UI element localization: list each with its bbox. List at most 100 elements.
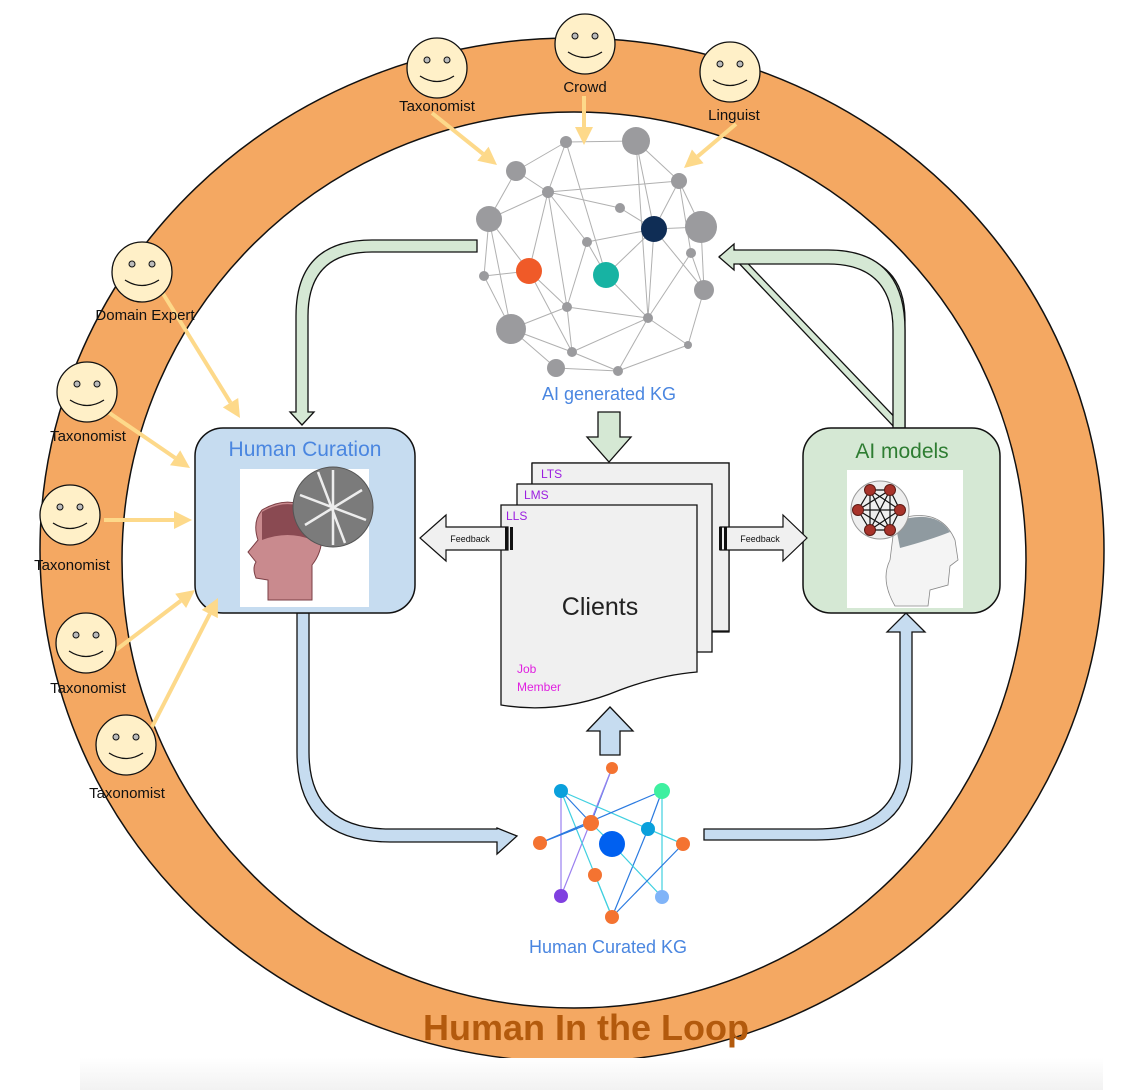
smiley-face-icon: [56, 361, 118, 423]
ring-band: [39, 37, 1105, 1060]
face-eye: [128, 260, 136, 268]
clients-layer-lts-label: LTS: [541, 467, 562, 481]
face-eye: [56, 503, 64, 511]
ai-models-box[interactable]: AI models: [802, 427, 1001, 614]
ai-kg-edge: [653, 228, 705, 291]
contributor-crowd: Crowd: [554, 13, 616, 96]
human-kg-edge: [539, 822, 592, 844]
ai-kg-node: [686, 248, 696, 258]
ai-kg-edge: [566, 306, 649, 319]
human-curated-kg-label: Human Curated KG: [529, 937, 687, 957]
feedback-right-label: Feedback: [740, 534, 780, 544]
feedback-left-label: Feedback: [450, 534, 490, 544]
ai-kg-node: [684, 341, 692, 349]
contributor-arrowhead: [222, 397, 240, 418]
ai-kg-node: [496, 314, 526, 344]
face-eye: [72, 631, 80, 639]
nn-node: [864, 484, 876, 496]
human-kg-node: [583, 815, 599, 831]
face-eye: [92, 631, 100, 639]
nn-edge: [869, 509, 901, 531]
face-eye: [443, 56, 451, 64]
face-eye: [112, 733, 120, 741]
contributor-arrow-shaft: [106, 410, 177, 460]
face-eye: [132, 733, 140, 741]
face-eye: [423, 56, 431, 64]
human-kg-edge: [611, 828, 649, 918]
ai-generated-kg-graph: [476, 127, 717, 377]
ai-kg-edge: [565, 141, 607, 276]
contributor-arrowhead: [201, 598, 218, 619]
face-smile: [68, 650, 104, 658]
human-kg-edge: [560, 767, 613, 897]
human-kg-node: [588, 868, 602, 882]
smiley-face-icon: [699, 41, 761, 103]
contributor-arrow-shaft: [114, 599, 182, 652]
ai-models-title: AI models: [855, 440, 948, 463]
nn-node: [894, 504, 906, 516]
diagram-title: Human In the Loop: [423, 1007, 749, 1048]
contributor-label: Taxonomist: [399, 98, 476, 115]
ai-kg-edge: [547, 180, 680, 193]
ai-kg-node: [671, 173, 687, 189]
face-eye: [736, 60, 744, 68]
contributor-label: Crowd: [563, 79, 606, 96]
clients-title: Clients: [562, 593, 638, 621]
face-smile: [419, 75, 455, 83]
ai-kg-edge: [647, 228, 655, 319]
clients-tag-job: Job: [517, 662, 537, 676]
ai-kg-edge: [635, 140, 655, 230]
human-curation-box[interactable]: Human Curation: [194, 427, 416, 614]
ai-kg-edge: [571, 351, 619, 372]
contributor-arrowhead: [575, 127, 593, 145]
human-kg-node: [606, 762, 618, 774]
face-smile: [52, 522, 88, 530]
contributor-domain-expert: Domain Expert: [95, 241, 195, 324]
face-eye: [93, 380, 101, 388]
clients-document-stack[interactable]: LTS LMS LLS Clients Job Member: [500, 462, 730, 709]
clients-layer-lms-label: LMS: [524, 488, 549, 502]
ai-kg-node: [593, 262, 619, 288]
ai-kg-node: [615, 203, 625, 213]
human-kg-edge: [539, 790, 663, 844]
ai-kg-node: [622, 127, 650, 155]
face-smile: [108, 752, 144, 760]
human-kg-node: [554, 784, 568, 798]
nn-node: [884, 524, 896, 536]
human-kg-node: [641, 822, 655, 836]
human-kg-node: [554, 889, 568, 903]
contributor-label: Taxonomist: [89, 785, 166, 802]
human-kg-node: [654, 783, 670, 799]
arrow-human-kg-to-ai-models: [703, 612, 927, 841]
contributor-taxonomist-left-2: Taxonomist: [34, 484, 111, 574]
clients-tag-member: Member: [517, 680, 561, 694]
nn-node: [864, 524, 876, 536]
ai-kg-edge: [547, 191, 588, 243]
contributor-arrow-shaft: [696, 122, 738, 158]
arrow-human-curation-to-human-kg: [296, 612, 519, 856]
smiley-face-icon: [95, 714, 157, 776]
ai-kg-node: [694, 280, 714, 300]
contributor-label: Taxonomist: [34, 557, 111, 574]
ai-kg-edge: [571, 317, 649, 353]
ai-kg-node: [476, 206, 502, 232]
ai-kg-edge: [547, 141, 567, 193]
nn-node: [852, 504, 864, 516]
human-kg-edge: [594, 874, 613, 918]
smiley-face-icon: [39, 484, 101, 546]
contributor-label: Linguist: [708, 107, 761, 124]
clients-layer-lls-label: LLS: [506, 509, 527, 523]
smiley-face-icon: [55, 612, 117, 674]
ai-kg-node: [506, 161, 526, 181]
face-eye: [716, 60, 724, 68]
ai-kg-edge: [547, 191, 621, 209]
arrow-ai-models-to-ai-kg-band: [718, 242, 906, 429]
ai-kg-edge: [566, 241, 588, 308]
smiley-face-icon: [406, 37, 468, 99]
face-eye: [76, 503, 84, 511]
ai-kg-node: [643, 313, 653, 323]
human-curated-kg-graph: [533, 762, 690, 924]
ai-kg-node: [560, 136, 572, 148]
contributor-taxonomist-left-3: Taxonomist: [50, 612, 127, 697]
